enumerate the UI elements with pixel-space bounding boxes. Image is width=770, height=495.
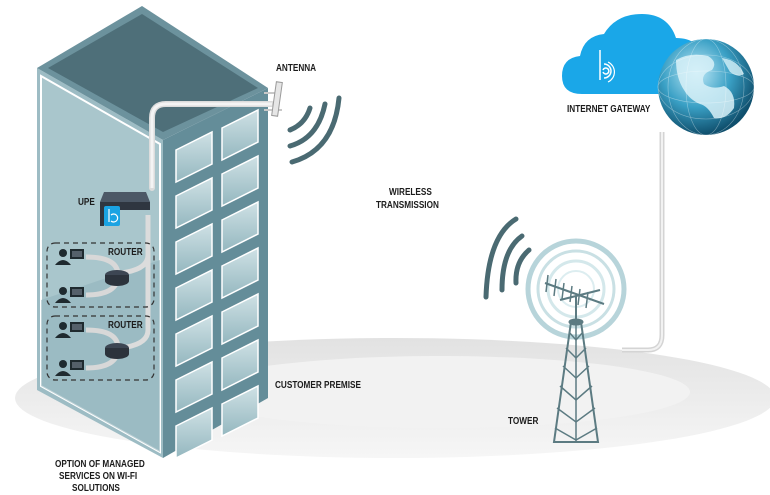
building-window (221, 200, 259, 254)
tower-wireless-waves-icon (483, 216, 532, 300)
user-workstation-icon (55, 249, 84, 265)
router-icon (105, 270, 129, 286)
building-window (221, 292, 259, 346)
upe-device-icon (100, 192, 150, 226)
globe-icon (657, 38, 755, 136)
customer-premise-building (37, 6, 268, 460)
radio-tower-icon (544, 274, 605, 443)
managed-services-label-line3: SOLUTIONS (72, 483, 120, 494)
building-window (175, 176, 213, 230)
router-icon (105, 343, 129, 359)
building-window (175, 222, 213, 276)
building-window (175, 268, 213, 322)
managed-services-label-line1: OPTION OF MANAGED (55, 459, 145, 470)
building-window (175, 406, 213, 460)
antenna-label: ANTENNA (276, 63, 317, 74)
upe-label: UPE (78, 197, 95, 208)
building-window (175, 130, 213, 184)
building-window (221, 384, 259, 438)
router-group-2 (46, 315, 155, 381)
building-windows (175, 108, 259, 460)
router-1-label: ROUTER (108, 247, 143, 258)
router-group-1 (46, 242, 155, 308)
tower-label: TOWER (508, 416, 539, 427)
internet-gateway-label: INTERNET GATEWAY (567, 104, 651, 115)
managed-services-label-line2: SERVICES ON WI-FI (59, 471, 138, 482)
building-window (175, 360, 213, 414)
user-workstation-icon (55, 287, 84, 303)
building-window (221, 246, 259, 300)
user-workstation-icon (55, 360, 84, 376)
building-window (221, 154, 259, 208)
antenna-wireless-waves-icon (287, 95, 342, 165)
building-window (175, 314, 213, 368)
building-window (221, 108, 259, 162)
wireless-transmission-label-line1: WIRELESS (389, 187, 432, 198)
customer-premise-label: CUSTOMER PREMISE (275, 380, 361, 391)
building-window (221, 338, 259, 392)
router-2-label: ROUTER (108, 320, 143, 331)
cable-tower-to-cloud (622, 132, 665, 353)
antenna-icon (264, 81, 283, 117)
user-workstation-icon (55, 322, 84, 338)
wireless-transmission-label-line2: TRANSMISSION (376, 200, 439, 211)
